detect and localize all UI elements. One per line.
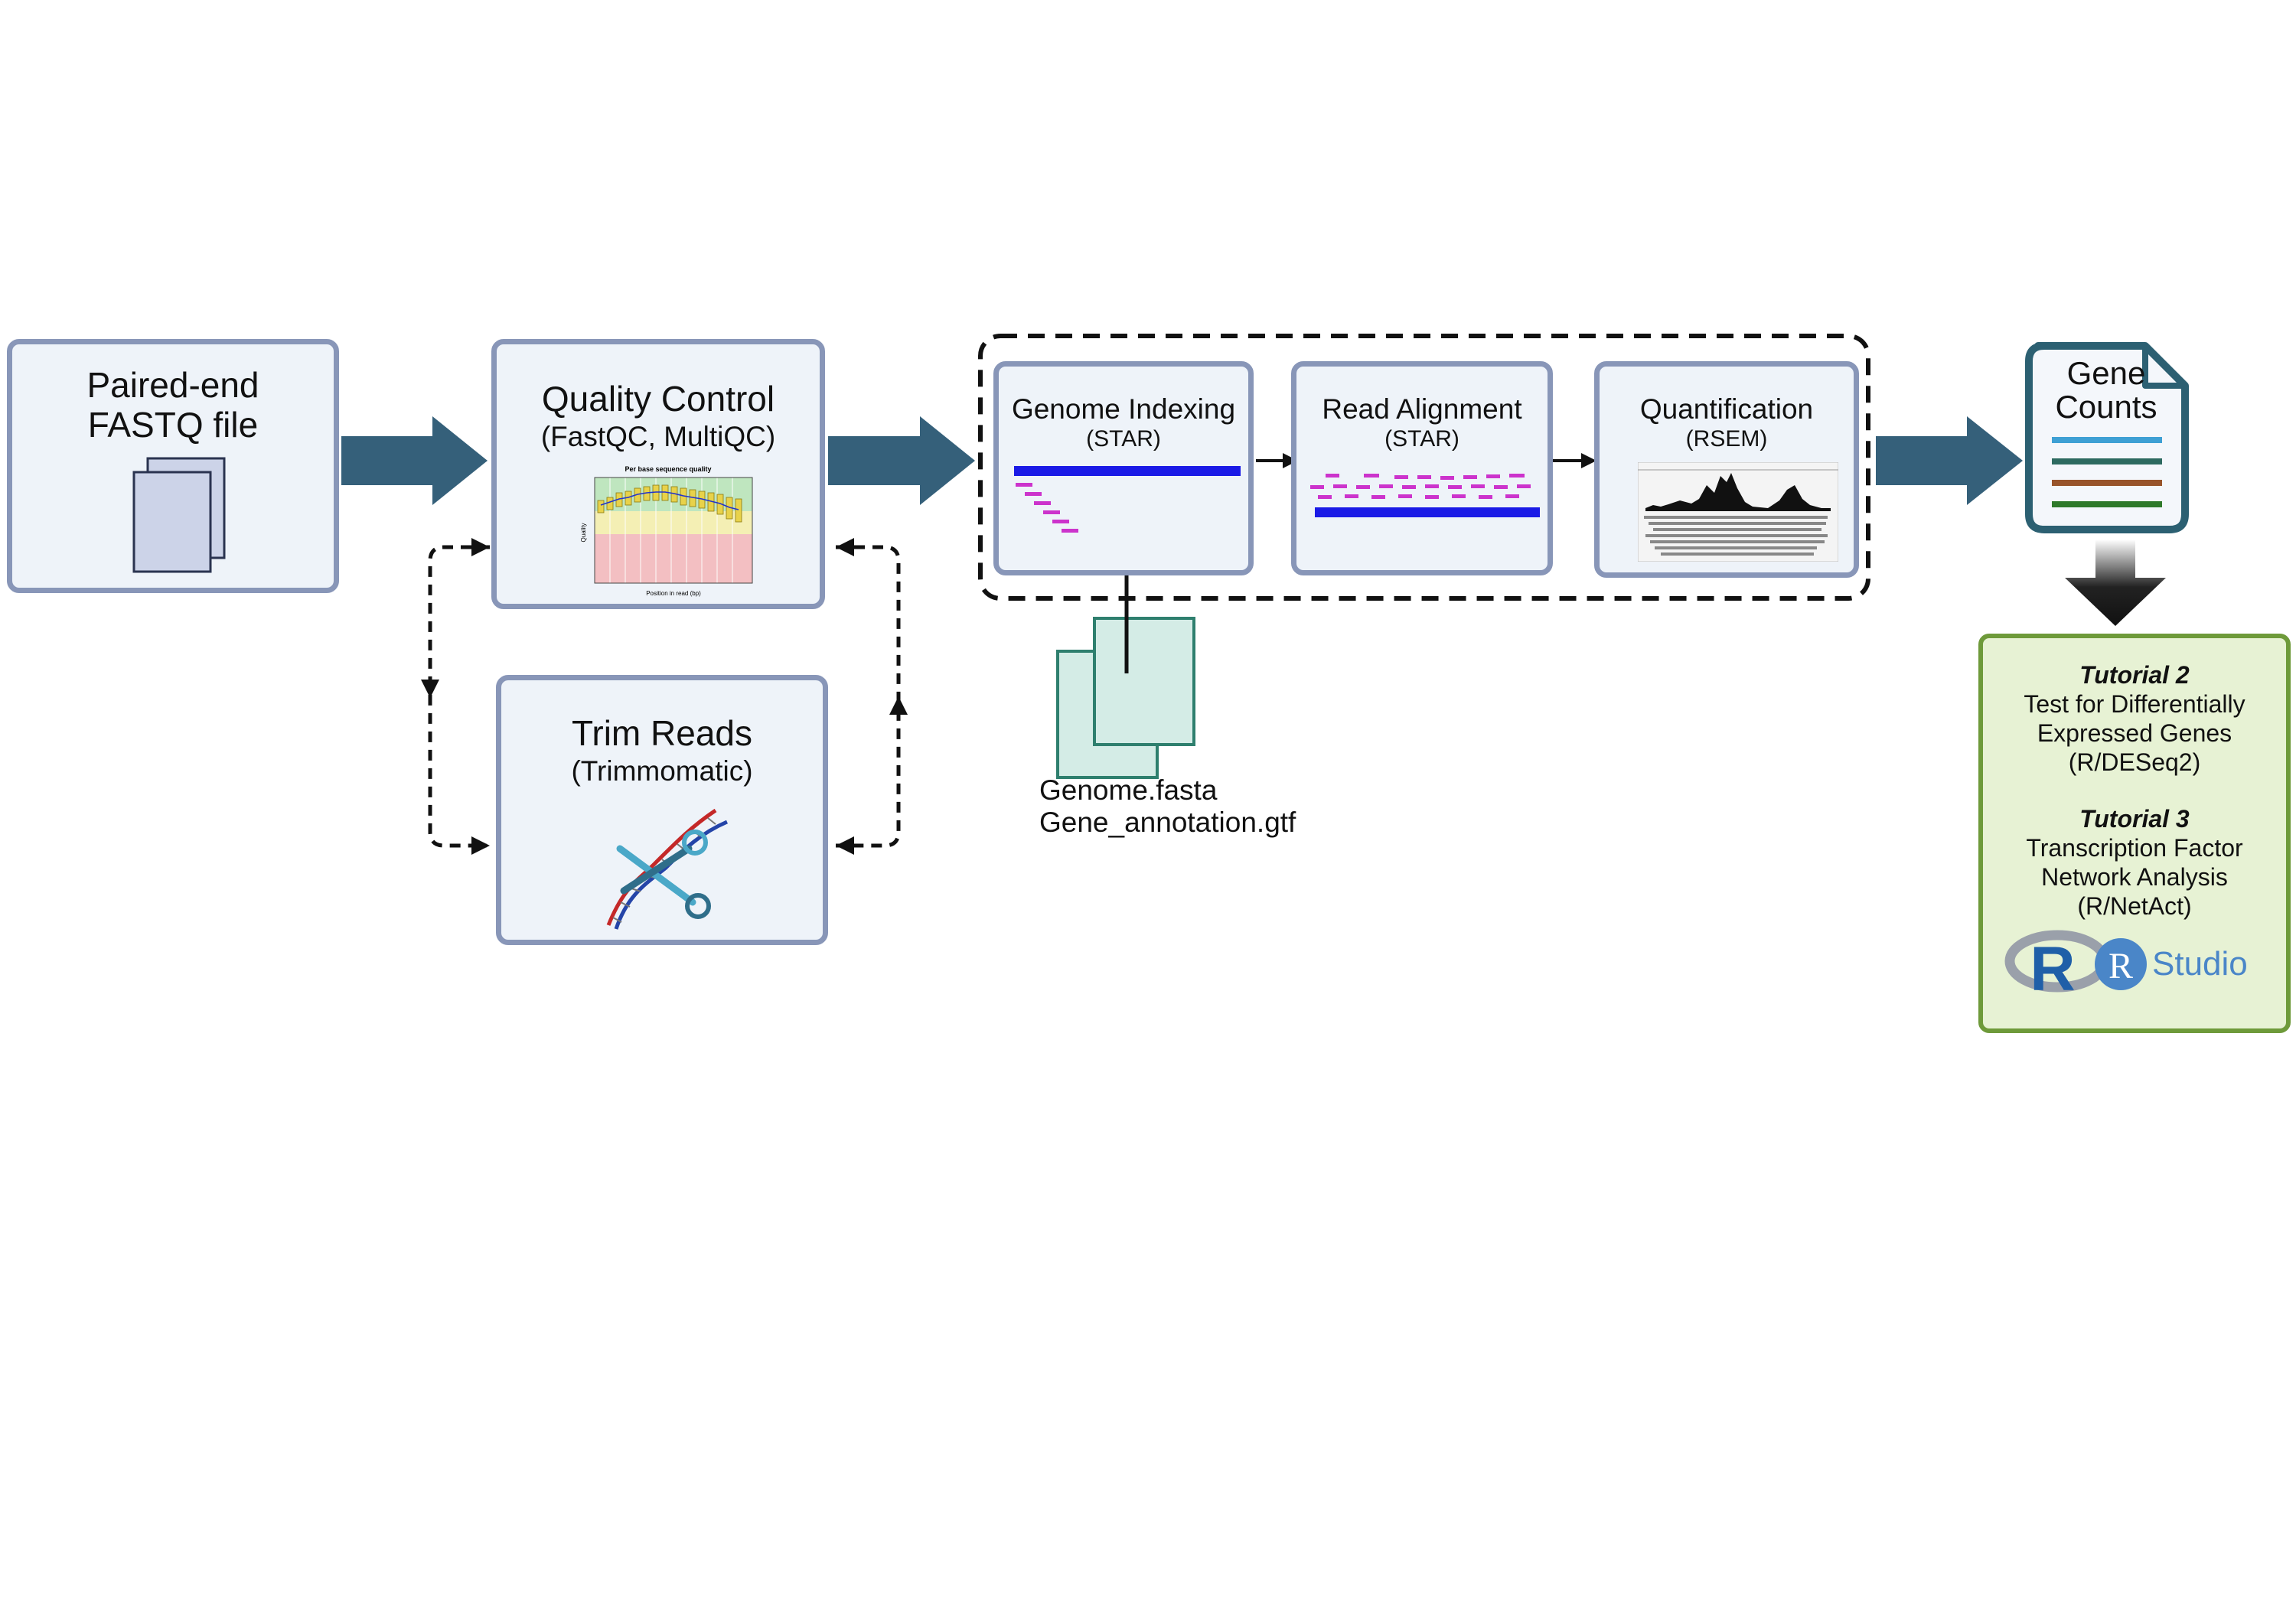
trim-reads-box: Trim Reads (Trimmomatic) [496,675,828,945]
quality-control-box: Quality Control (FastQC, MultiQC) Per ba… [491,339,825,609]
genome-indexing-box: Genome Indexing (STAR) [993,361,1254,575]
rstudio-logo: R R Studio [2004,930,2248,1004]
quantification-box: Quantification (RSEM) [1594,361,1859,578]
logo-studio-text: Studio [2152,945,2248,983]
qc-plot-xlabel: Position in read (bp) [646,590,701,597]
qc-plot-ylabel: Quality [580,523,587,543]
tutorial-3-text: Transcription Factor Network Analysis (R… [2026,834,2243,920]
fastq-title: Paired-end FASTQ file [86,365,259,445]
flow-arrow-3 [1876,416,2023,505]
reference-file-annotation: Gene_annotation.gtf [1039,807,1296,838]
flow-arrow-1 [341,416,488,505]
qc-tools: (FastQC, MultiQC) [540,421,776,452]
tutorials-box: Tutorial 2 Test for Differentially Expre… [1978,634,2291,1033]
qc-plot-title: Per base sequence quality [625,465,711,473]
fastqc-plot-thumbnail: Per base sequence quality Position in re… [580,465,753,597]
logo-r-letter: R [2030,934,2075,1004]
counts-title: Gene Counts [2055,355,2157,425]
indexing-tool: (STAR) [1086,426,1161,451]
pipeline-dashed-group [978,334,1870,601]
dna-scissors-icon [606,808,728,930]
flow-arrow-2 [828,416,975,505]
alignment-title: Read Alignment [1322,393,1522,425]
quant-tool: (RSEM) [1685,426,1768,451]
indexing-illustration [1014,466,1241,533]
reference-file-genome: Genome.fasta [1039,774,1218,806]
qc-title: Quality Control [541,379,775,419]
logo-inner-r: R [2108,946,2133,986]
alignment-tool: (STAR) [1384,426,1459,451]
quant-title: Quantification [1639,393,1814,425]
indexing-title: Genome Indexing [1011,393,1236,425]
reference-files-icon [1056,617,1195,779]
alignment-illustration [1310,474,1540,517]
coverage-track-illustration [1638,462,1838,562]
document-icon [2025,342,2189,533]
read-alignment-box: Read Alignment (STAR) [1291,361,1553,575]
loop-left-path [428,545,490,848]
file-stack-icon [132,457,226,573]
down-arrow [2065,539,2166,626]
trim-title: Trim Reads [572,713,752,753]
tutorial-3-title: Tutorial 3 [2079,805,2190,833]
tutorial-2-title: Tutorial 2 [2079,661,2190,689]
trim-tool: (Trimmomatic) [571,755,753,787]
fastq-input-box: Paired-end FASTQ file [7,339,339,593]
loop-right-path [836,545,901,848]
tutorial-2-text: Test for Differentially Expressed Genes … [2024,690,2245,776]
